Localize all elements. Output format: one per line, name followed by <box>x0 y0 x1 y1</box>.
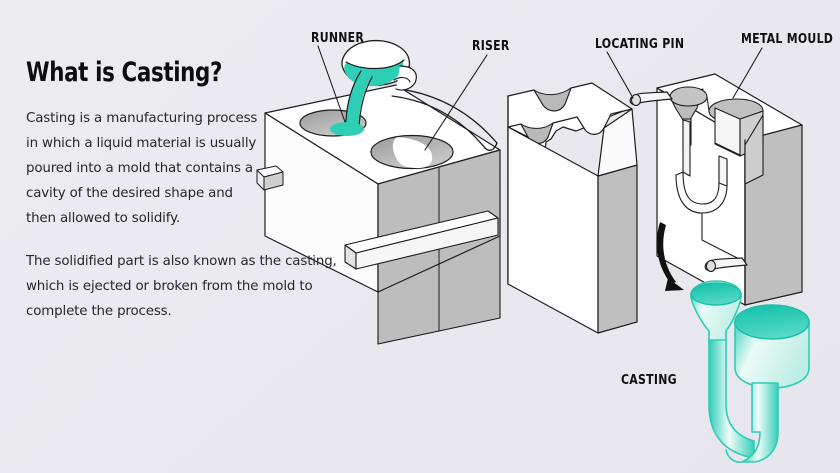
label-riser: RISER <box>472 38 510 54</box>
callout-leader-lines <box>317 45 763 151</box>
pouring-ladle <box>330 39 417 136</box>
ejection-arrow <box>656 222 684 291</box>
leader-riser <box>424 54 488 151</box>
leader-metal-mould <box>732 47 763 99</box>
leader-locating-pin <box>606 51 634 99</box>
label-locating-pin: LOCATING PIN <box>595 36 685 52</box>
right-mold-half <box>656 73 803 306</box>
intro-paragraph: Casting is a manufacturing process in wh… <box>26 111 258 226</box>
middle-mold-plate <box>509 86 627 183</box>
label-runner: RUNNER <box>311 30 365 46</box>
solidified-part-paragraph: The solidified part is also known as the… <box>26 254 337 319</box>
middle-mold-plate-body <box>507 82 638 334</box>
label-metal-mould: METAL MOULD <box>741 31 834 47</box>
text-panel: What is Casting? Casting is a manufactur… <box>26 57 337 342</box>
label-casting: CASTING <box>621 372 677 388</box>
page-title: What is Casting? <box>26 57 223 88</box>
casting-part <box>690 280 810 463</box>
locating-pins <box>629 91 748 273</box>
